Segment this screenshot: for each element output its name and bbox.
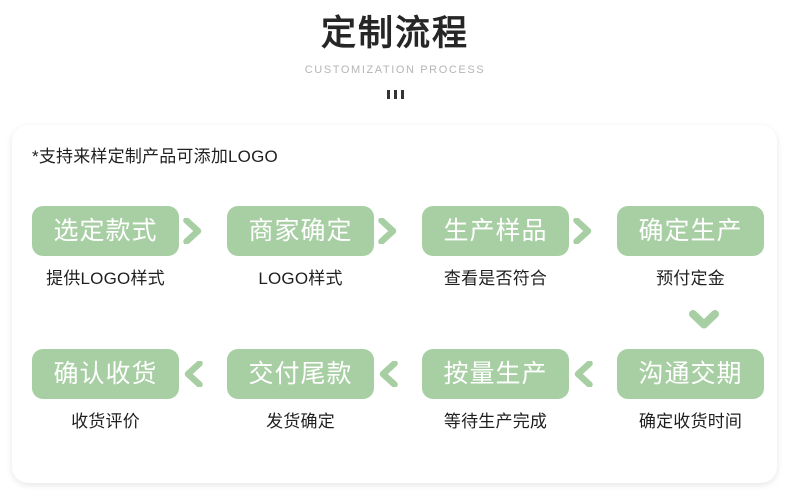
step-label: 确定生产 xyxy=(638,216,743,245)
step-caption: 提供LOGO样式 xyxy=(46,269,165,288)
chevron-right-icon xyxy=(374,206,402,256)
step-pill[interactable]: 商家确定 xyxy=(227,206,374,256)
chevron-right-icon xyxy=(179,206,207,256)
step-caption: 收货评价 xyxy=(71,412,140,431)
process-step[interactable]: 沟通交期 确定收货时间 xyxy=(617,349,764,433)
page-subtitle: CUSTOMIZATION PROCESS xyxy=(304,64,486,76)
step-label: 沟通交期 xyxy=(638,359,743,388)
page-title: 定制流程 xyxy=(320,14,469,53)
chevron-left-icon xyxy=(569,349,597,399)
step-pill[interactable]: 交付尾款 xyxy=(227,349,374,399)
step-label: 交付尾款 xyxy=(248,359,353,388)
process-step[interactable]: 交付尾款 发货确定 xyxy=(227,349,374,433)
process-card: *支持来样定制产品可添加LOGO 选定款式 提供LOGO样式 商家确定 LOGO… xyxy=(12,125,777,483)
decorative-dots xyxy=(0,90,790,99)
step-caption: 发货确定 xyxy=(266,412,335,431)
step-caption: 预付定金 xyxy=(656,269,725,288)
step-label: 确认收货 xyxy=(53,359,158,388)
chevron-left-icon xyxy=(179,349,207,399)
custom-logo-note: *支持来样定制产品可添加LOGO xyxy=(32,147,278,166)
step-pill[interactable]: 确定生产 xyxy=(617,206,764,256)
process-step[interactable]: 确定生产 预付定金 xyxy=(617,206,764,290)
step-caption: 确定收货时间 xyxy=(638,412,743,431)
step-label: 生产样品 xyxy=(443,216,548,245)
step-pill[interactable]: 确认收货 xyxy=(32,349,179,399)
process-step[interactable]: 确认收货 收货评价 xyxy=(32,349,179,433)
step-label: 商家确定 xyxy=(248,216,353,245)
dot-2 xyxy=(393,90,397,99)
chevron-right-icon xyxy=(569,206,597,256)
process-step[interactable]: 商家确定 LOGO样式 xyxy=(227,206,374,290)
step-label: 选定款式 xyxy=(53,216,158,245)
process-step[interactable]: 生产样品 查看是否符合 xyxy=(422,206,569,290)
step-pill[interactable]: 选定款式 xyxy=(32,206,179,256)
dot-3 xyxy=(400,90,404,99)
step-caption: 查看是否符合 xyxy=(443,269,548,288)
step-pill[interactable]: 生产样品 xyxy=(422,206,569,256)
dot-1 xyxy=(386,90,390,99)
step-caption: 等待生产完成 xyxy=(443,412,548,431)
step-pill[interactable]: 沟通交期 xyxy=(617,349,764,399)
chevron-left-icon xyxy=(374,349,402,399)
process-step[interactable]: 选定款式 提供LOGO样式 xyxy=(32,206,179,290)
step-pill[interactable]: 按量生产 xyxy=(422,349,569,399)
step-caption: LOGO样式 xyxy=(258,269,343,288)
process-step[interactable]: 按量生产 等待生产完成 xyxy=(422,349,569,433)
process-row-2: 确认收货 收货评价 交付尾款 发货确定 xyxy=(12,349,777,433)
page-header: 定制流程 CUSTOMIZATION PROCESS xyxy=(0,0,790,99)
step-label: 按量生产 xyxy=(443,359,548,388)
process-row-1: 选定款式 提供LOGO样式 商家确定 LOGO样式 xyxy=(12,206,777,290)
chevron-down-icon xyxy=(682,303,726,337)
